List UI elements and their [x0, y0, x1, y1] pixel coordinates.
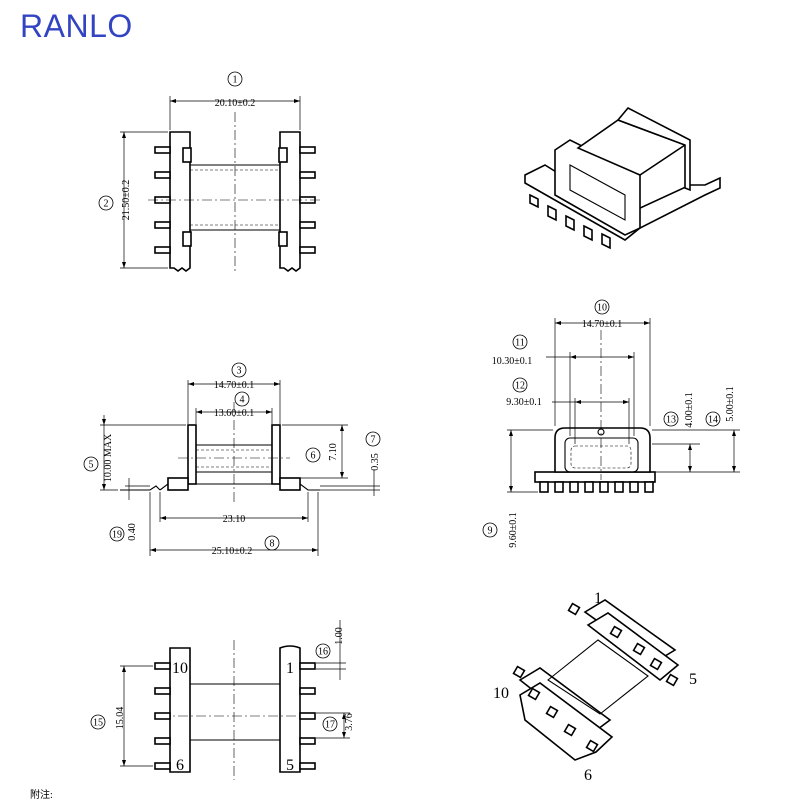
balloon-12: 12 [515, 381, 525, 392]
dim-d11: 10.30±0.1 [492, 356, 533, 367]
balloon-9: 9 [488, 526, 493, 537]
balloon-3: 3 [237, 366, 242, 377]
balloon-13: 13 [666, 415, 676, 426]
isometric-pins [529, 193, 611, 250]
balloon-14: 14 [708, 415, 718, 426]
dim-d6: 7.10 [328, 443, 339, 461]
balloon-11: 11 [515, 338, 525, 349]
brand-logo: RANLO [20, 8, 133, 44]
pin-label-5: 5 [286, 757, 294, 774]
balloon-4: 4 [240, 395, 245, 406]
side-view: 14.70±0.1 10 10.30±0.1 11 9.30±0.1 12 4.… [482, 299, 740, 548]
dim-d12: 9.30±0.1 [506, 397, 542, 408]
dim-d9: 9.60±0.1 [508, 512, 519, 548]
balloon-19: 19 [112, 530, 122, 541]
dim-d2: 21.50±0.2 [121, 180, 132, 221]
dim-d14: 5.00±0.1 [725, 386, 736, 422]
dim-d4: 13.60±0.1 [214, 408, 255, 419]
isometric-top-view [524, 106, 721, 250]
balloon-10: 10 [597, 303, 607, 314]
dim-d5: 10.00 MAX [103, 433, 114, 482]
dim-d8: 25.10±0.2 [212, 546, 253, 557]
dim-d13: 4.00±0.1 [684, 392, 695, 428]
isometric-bottom-view: 1 5 10 6 [493, 590, 697, 784]
balloon-6: 6 [311, 451, 316, 462]
balloon-8: 8 [270, 539, 275, 550]
balloon-17: 17 [325, 720, 335, 731]
dim-d15: 15.04 [115, 707, 126, 730]
balloon-1: 1 [233, 75, 238, 86]
dim-d3: 14.70±0.1 [214, 380, 255, 391]
bottom-view-right-pins [299, 662, 316, 770]
balloon-7: 7 [371, 435, 376, 446]
isometric-bottom-pins [512, 602, 679, 753]
top-view: 20.10±0.2 1 21.50±0.2 2 [98, 71, 322, 272]
iso-pin-label-10: 10 [493, 685, 509, 702]
bottom-view-left-pins [154, 662, 171, 770]
iso-pin-label-5: 5 [689, 671, 697, 688]
pin-label-10: 10 [172, 660, 188, 677]
dim-d7: 0.35 [370, 453, 381, 471]
dim-d1: 20.10±0.2 [215, 98, 256, 109]
front-view: 14.70±0.1 3 13.60±0.1 4 10.00 MAX 5 7.10… [83, 362, 381, 557]
balloon-2: 2 [104, 199, 109, 210]
pin-label-1: 1 [286, 660, 294, 677]
pin-label-6: 6 [176, 757, 184, 774]
iso-pin-label-1: 1 [594, 590, 602, 607]
dim-d17: 3.76 [344, 713, 355, 731]
side-view-pins [539, 481, 654, 493]
dim-d16: 1.00 [334, 627, 345, 645]
dim-d19: 0.40 [127, 523, 138, 541]
bottom-view: 10 1 6 5 15.04 15 1.00 16 3.76 17 [90, 620, 355, 780]
dim-d10: 14.70±0.1 [582, 319, 623, 330]
footnote: 附注: [30, 788, 53, 800]
balloon-5: 5 [89, 460, 94, 471]
dim-d23: 23.10 [223, 514, 246, 525]
balloon-15: 15 [93, 718, 103, 729]
iso-pin-label-6: 6 [584, 767, 592, 784]
balloon-16: 16 [318, 647, 328, 658]
